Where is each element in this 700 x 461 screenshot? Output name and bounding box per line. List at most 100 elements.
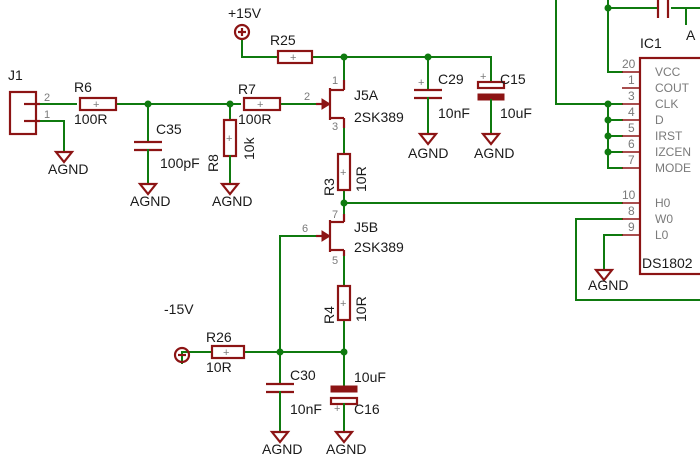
j1-pin-top: 2: [44, 92, 50, 104]
svg-text:A: A: [686, 27, 696, 43]
svg-text:7: 7: [628, 153, 635, 167]
svg-text:IZCEN: IZCEN: [655, 145, 691, 159]
ic1-name: IC1: [640, 35, 662, 51]
svg-text:9: 9: [628, 220, 635, 234]
c15-value: 10uF: [500, 105, 532, 121]
c30-name: C30: [290, 367, 316, 383]
r26-name: R26: [206, 329, 232, 345]
svg-text:4: 4: [628, 105, 635, 119]
power-neg: -15V: [164, 301, 194, 364]
svg-text:5: 5: [332, 255, 338, 267]
svg-text:AGND: AGND: [262, 441, 302, 457]
neg-supply-label: -15V: [164, 301, 194, 317]
c16-value: 10uF: [354, 369, 386, 385]
svg-text:+: +: [334, 403, 340, 415]
svg-text:7: 7: [332, 209, 338, 221]
svg-text:+: +: [418, 77, 424, 89]
connector-j1: J1 2 1: [8, 67, 50, 136]
capacitor-c35: C35 100pF: [134, 121, 200, 183]
j1-name: J1: [8, 67, 23, 83]
capacitor-c15: + C15 10uF: [476, 71, 532, 133]
ground-c15: AGND: [474, 132, 514, 161]
svg-text:2: 2: [304, 91, 310, 103]
svg-text:AGND: AGND: [588, 277, 628, 293]
resistor-r3: + R3 10R: [321, 152, 369, 196]
ic1-part: DS1802: [642, 255, 693, 271]
svg-text:+: +: [223, 347, 229, 359]
svg-text:6: 6: [302, 223, 308, 235]
svg-text:+: +: [257, 99, 263, 111]
resistor-r7: + R7 100R: [238, 81, 282, 127]
ground-c35: AGND: [130, 182, 170, 209]
r4-value: 10R: [353, 296, 369, 322]
transistor-j5a: 2 1 3 J5A 2SK389: [304, 75, 404, 133]
svg-text:VCC: VCC: [655, 65, 681, 79]
c29-name: C29: [438, 71, 464, 87]
svg-text:L0: L0: [655, 228, 669, 242]
r25-name: R25: [270, 32, 296, 48]
j5a-part: 2SK389: [354, 109, 404, 125]
r3-name: R3: [321, 178, 337, 196]
r6-name: R6: [74, 79, 92, 95]
r8-name: R8: [205, 154, 221, 172]
resistor-r25: + R25: [270, 32, 314, 65]
svg-text:20: 20: [622, 57, 636, 71]
svg-text:3: 3: [332, 121, 338, 133]
r3-value: 10R: [353, 166, 369, 192]
resistor-r6: + R6 100R: [74, 79, 118, 127]
capacitor-partial: A: [656, 0, 696, 43]
svg-text:+: +: [226, 133, 232, 145]
svg-text:8: 8: [628, 204, 635, 218]
capacitor-c30: C30 10nF: [266, 367, 322, 431]
resistor-r4: + R4 10R: [321, 284, 369, 324]
j5a-name: J5A: [354, 87, 379, 103]
svg-text:6: 6: [628, 137, 635, 151]
svg-text:CLK: CLK: [655, 97, 678, 111]
svg-text:IRST: IRST: [655, 129, 683, 143]
svg-text:W0: W0: [655, 212, 673, 226]
c35-name: C35: [156, 121, 182, 137]
r4-name: R4: [321, 306, 337, 324]
power-pos: +15V: [228, 5, 262, 41]
svg-text:D: D: [655, 113, 664, 127]
ground-ic: AGND: [588, 268, 628, 293]
ground-c16: AGND: [326, 430, 366, 457]
svg-text:AGND: AGND: [326, 441, 366, 457]
r7-value: 100R: [238, 111, 271, 127]
svg-text:+: +: [340, 298, 346, 310]
ground-c30: AGND: [262, 430, 302, 457]
svg-text:10: 10: [622, 188, 636, 202]
svg-text:AGND: AGND: [474, 145, 514, 161]
capacitor-c16: + 10uF C16: [329, 369, 386, 431]
svg-text:AGND: AGND: [212, 193, 252, 209]
svg-text:H0: H0: [655, 196, 671, 210]
svg-text:3: 3: [628, 89, 635, 103]
svg-text:+: +: [93, 99, 99, 111]
svg-text:+: +: [340, 167, 346, 179]
ic1: IC1 DS1802 20 1 3 4 5 6 7 10 8 9 VCC COU…: [622, 35, 700, 276]
r6-value: 100R: [74, 111, 107, 127]
c29-value: 10nF: [438, 105, 470, 121]
c15-name: C15: [500, 71, 526, 87]
ground-r8: AGND: [212, 182, 252, 209]
resistor-r26: + R26 10R: [206, 329, 246, 375]
svg-text:MODE: MODE: [655, 161, 691, 175]
j5b-part: 2SK389: [354, 239, 404, 255]
svg-text:+: +: [290, 52, 296, 64]
ground-j1: AGND: [48, 150, 88, 177]
c35-value: 100pF: [160, 155, 200, 171]
svg-text:+: +: [480, 71, 486, 83]
svg-text:AGND: AGND: [48, 161, 88, 177]
svg-text:AGND: AGND: [408, 145, 448, 161]
resistor-r8: + R8 10k: [205, 118, 257, 183]
j1-pin-bottom: 1: [44, 109, 50, 121]
r7-name: R7: [238, 81, 256, 97]
pos-supply-label: +15V: [228, 5, 262, 21]
j5b-name: J5B: [354, 219, 378, 235]
svg-text:1: 1: [332, 75, 338, 87]
svg-text:1: 1: [628, 73, 635, 87]
svg-text:COUT: COUT: [655, 81, 690, 95]
junctions: [144, 4, 612, 356]
